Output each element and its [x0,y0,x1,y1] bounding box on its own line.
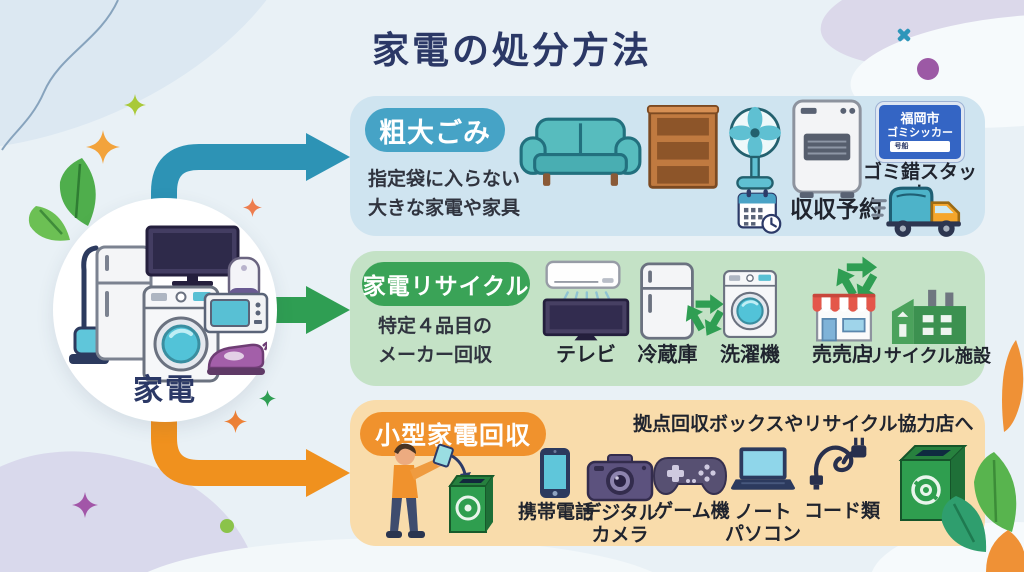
game-label: ゲーム機 [654,501,730,522]
small-note: 拠点回収ボックスやリサイクル協力店へ [633,414,974,435]
cords-icon [806,434,872,498]
source-label: 家電 [133,374,197,407]
fan-icon [726,106,784,194]
garbage-truck-icon [870,182,972,240]
laptop-label: ノート パソコン [724,502,801,545]
heater-icon [789,96,865,200]
tv-icon [145,224,240,288]
iron-icon [203,338,267,382]
sparkle-purple [72,492,98,518]
camera-label: デジタル カメラ [582,503,658,546]
sofa-icon [518,112,643,192]
microwave-icon [203,290,269,336]
section-bulky-garbage: 粗大ごみ 指定袋に入らない 大きな家電や家具 [350,96,985,237]
washer-icon [141,284,221,384]
leaf-right-edge [1002,338,1024,434]
washer-label: 洗濯機 [720,344,780,366]
air-conditioner-icon [543,259,623,303]
dot-purple [917,58,939,80]
game-controller-icon [652,450,728,498]
tv-icon [542,298,630,344]
washer-icon [722,266,778,342]
sparkle-orange-small [243,198,262,217]
phone-label: 携帯電話 [517,502,594,523]
recycle-description: 特定４品目の メーカー回収 [378,316,493,366]
reservation-label: 収収予約 [790,196,882,222]
camera-icon [586,452,654,502]
leaves-bottom-right [916,412,1024,572]
leaves-left-decoration [18,148,128,258]
laptop-icon [730,443,796,497]
tv-label: テレビ [556,344,616,366]
cross-teal [895,26,913,44]
fridge-icon [636,262,698,342]
cords-label: コード類 [803,501,880,522]
bulky-badge: 粗大ごみ [365,108,505,152]
fridge-label: 冷蔵庫 [637,344,698,366]
page-title: 家電の処分方法 [372,30,652,71]
factory-icon [886,288,972,344]
section-appliance-recycle: 家電リサイクル 特定４品目の メーカー回収 テレビ [350,251,991,386]
collection-box-icon [893,436,971,528]
calendar-clock-icon [736,186,782,236]
sticker-city-text: 福岡市 [900,110,940,126]
curve-line-decoration [0,0,200,170]
person-dropoff-icon [360,438,495,540]
recycle-badge: 家電リサイクル [362,262,530,306]
sparkle-lime [124,94,146,116]
sparkle-green [259,390,276,407]
phone-icon [536,446,574,500]
store-icon [806,292,882,344]
city-sticker-icon: 福岡市 ゴミシッカー 号船 [876,102,964,162]
star-orange [86,130,120,164]
sticker-strip: 号船 [890,141,950,153]
section-small-appliance: 小型家電回収 拠点回収ボックスやリサイクル協力店へ [350,400,985,546]
bookshelf-icon [646,102,720,194]
arrow-to-bulky [151,133,350,212]
sparkle-orange [224,410,247,433]
dot-green [220,519,234,533]
bulky-description: 指定袋に入らない 大きな家電や家具 [368,169,521,219]
store-label: 売売店 [812,344,872,366]
facility-label: リサイクル施設 [865,346,992,366]
sticker-line2-text: ゴミシッカー [887,126,953,139]
arrow-to-small [151,405,350,497]
source-appliances-circle: 家電 [53,198,277,422]
